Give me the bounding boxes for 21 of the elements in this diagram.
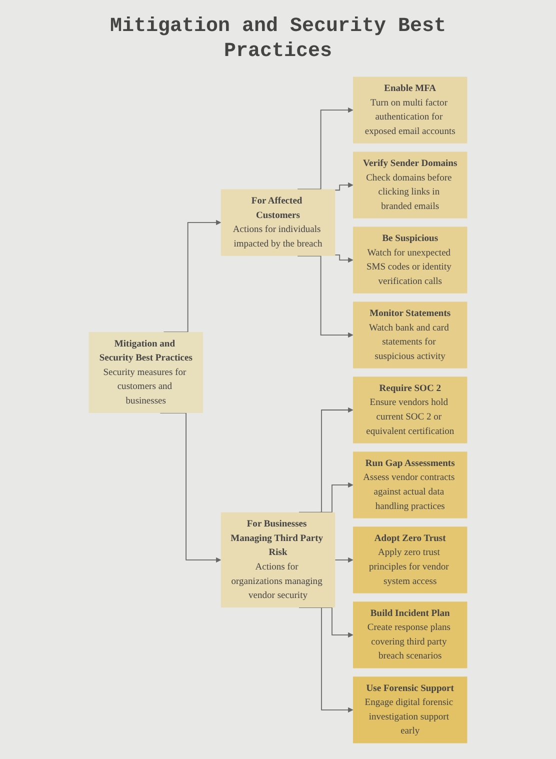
node-box: Require SOC 2 Ensure vendors hold current SOC 2 or equivalent certification — [352, 376, 468, 444]
arrow — [297, 255, 354, 338]
arrow — [334, 182, 354, 191]
node-box: Use Forensic Support Engage digital forensic investigation support early — [352, 676, 468, 744]
arrow — [320, 482, 354, 513]
node-box: Mitigation and Security Best Practices Security measures for customers and businesses — [88, 332, 204, 413]
node-box: Be Suspicious Watch for unexpected SMS codes or identity verification calls — [352, 226, 468, 294]
node-box: Build Incident Plan Create response plans covering third party breach scenarios — [352, 602, 468, 668]
node-box: Run Gap Assessments Assess vendor contracts against actual data handling practices — [352, 452, 468, 518]
arrow — [334, 557, 354, 563]
diagram-title: Mitigation and Security Best Practices — [108, 14, 448, 64]
arrow — [160, 412, 222, 563]
arrow — [163, 220, 222, 332]
node-box: Adopt Zero Trust Apply zero trust principles for vendor system access — [352, 526, 468, 594]
arrow — [334, 254, 354, 263]
node-box: Monitor Statements Watch bank and card statements for suspicious activity — [352, 302, 468, 368]
node-box: Enable MFA Turn on multi factor authentication for exposed email accounts — [352, 76, 468, 144]
node-box: Verify Sender Domains Check domains before clicking links in branded emails — [352, 152, 468, 218]
node-box: For Affected Customers Actions for individuals impacted by the breach — [220, 189, 336, 256]
arrow — [298, 407, 354, 513]
node-box: For Businesses Managing Third Party Risk Actions for organizations managing vendor security — [220, 512, 336, 608]
